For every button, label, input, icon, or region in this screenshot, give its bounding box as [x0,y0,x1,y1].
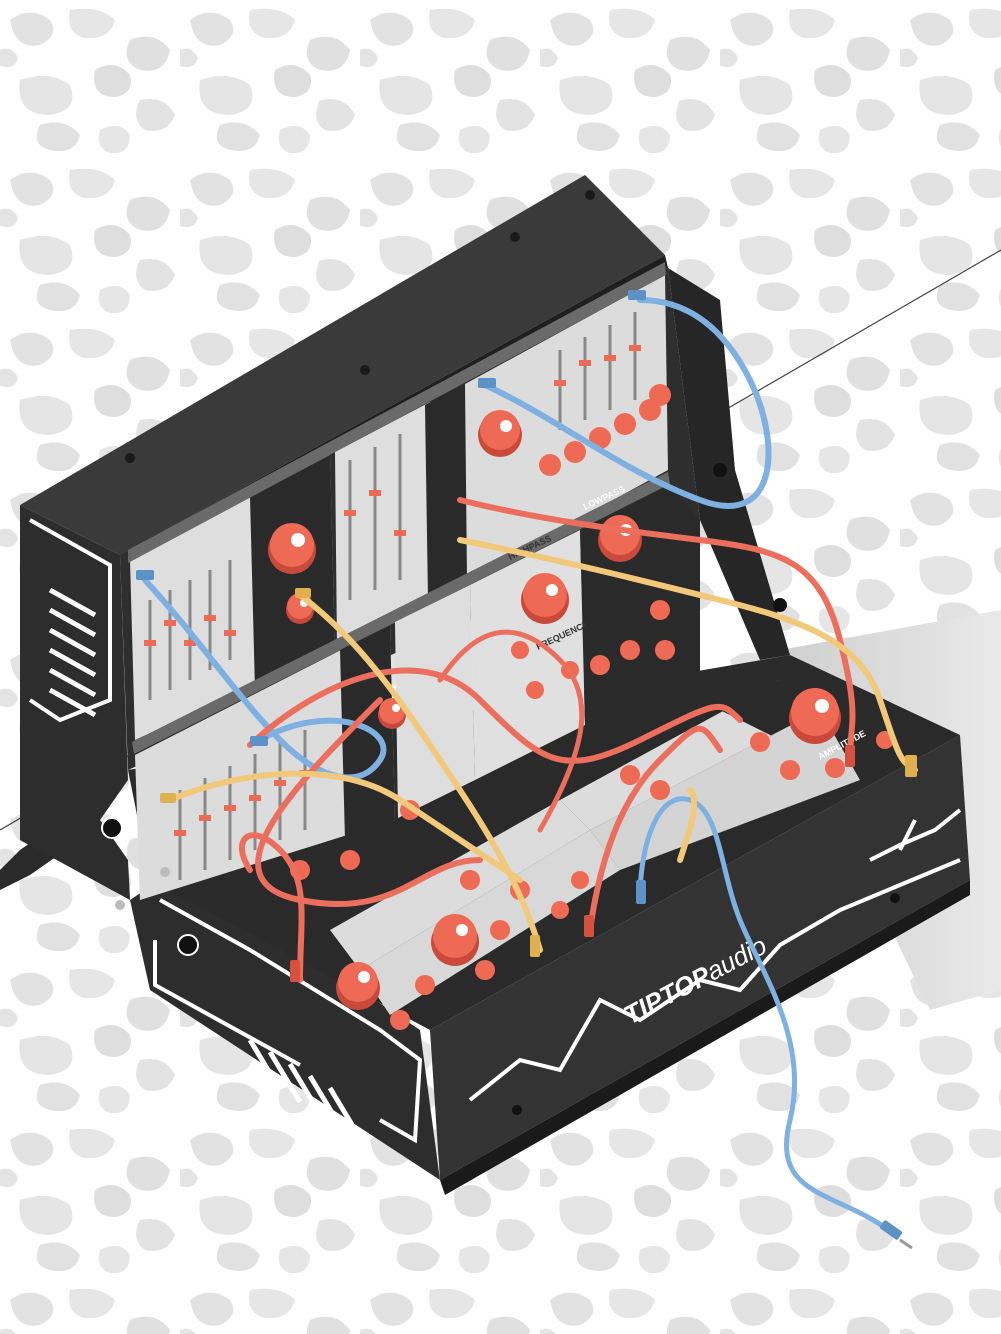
module-panel-light [395,585,475,818]
slider-bank [554,312,641,430]
case-right-bracket [668,268,790,660]
slider-cap [579,360,591,366]
slider-cap [369,490,381,496]
cable-red [437,629,585,833]
plug-red [290,960,300,982]
cable-blue [482,297,772,509]
middle-rail [132,472,670,754]
slider-cap [629,345,641,351]
plug-yellow [905,755,917,777]
case-left-lower [130,880,440,1180]
slider-cap [184,640,196,646]
module-panel-light [335,402,433,648]
case-front [430,735,970,1180]
loose-plug [879,1220,903,1240]
plug-blue [478,378,496,388]
slider-bank [344,434,406,600]
cable-yellow [297,592,543,953]
knob-row [511,600,675,699]
slider-cap [554,380,566,386]
slider-cap [144,640,156,646]
slider-cap [224,630,236,636]
screw [510,232,520,242]
cable-blue [637,796,898,1238]
plug-yellow [160,793,176,803]
knob-large [268,523,316,574]
toggle-switch [115,900,125,910]
cable-red [457,497,856,763]
screw [585,190,595,200]
power-jack [177,934,199,956]
case-graphics [28,518,962,1144]
knob-large [521,573,569,624]
side-controls [101,817,199,956]
screw [125,453,135,463]
module-panel-light [135,625,395,900]
side-vents [48,587,363,1140]
slider-cap [604,355,616,361]
plug-yellow [295,588,311,598]
cable-red [238,832,305,983]
lower-modules: AMPLITUDE [290,670,935,1030]
module-panel-light [330,800,590,970]
toggle-switch [160,867,170,877]
cable-red [587,725,723,933]
cable-red [247,667,743,764]
knob-large [431,914,479,966]
plug-blue [628,290,646,300]
slider-cap [344,510,356,516]
plug-red [845,745,855,767]
cable-yellow [457,537,918,773]
case-screws [512,463,900,1115]
cable-yellow [677,787,698,863]
slider-cap [204,615,216,621]
slider-cap [164,620,176,626]
knob-row [620,731,894,800]
knob-row [290,800,589,1030]
case-top [20,175,665,555]
module-panel-dark [425,384,467,600]
slider-cap [394,530,406,536]
case-front-bottom [440,880,970,1195]
screw [360,365,370,375]
patch-cables [142,297,918,1238]
plug-blue [136,570,154,580]
knob-large [336,962,380,1010]
knob-large [789,688,841,744]
plug-yellow [530,935,540,957]
cable-yellow [167,770,523,883]
module-panel-light [360,830,620,1015]
plug-blue [636,880,646,904]
plug-blue [250,736,268,746]
upper-rail [128,262,666,563]
plug-tip [899,1238,913,1250]
plug-red [584,915,594,937]
cable-plugs [136,290,917,1250]
knob-large [478,410,522,457]
module-panel-light [590,710,860,870]
power-jack [101,817,123,839]
knob-row [539,384,671,476]
